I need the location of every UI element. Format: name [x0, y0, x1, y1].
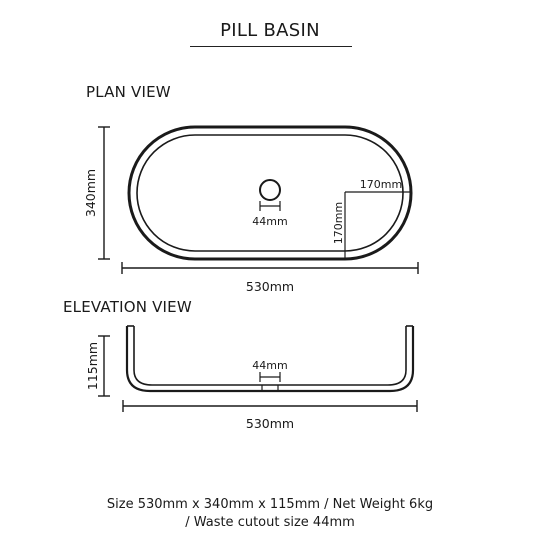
elevation-width-label: 530mm [246, 416, 294, 431]
elevation-width-dimension [122, 400, 418, 412]
plan-waste-label: 44mm [252, 215, 287, 228]
elevation-basin-outer-profile [125, 326, 415, 393]
elevation-height-dimension [98, 335, 110, 397]
elevation-height-label: 115mm [85, 342, 100, 390]
elevation-basin-inner-profile [133, 326, 407, 386]
plan-width-dimension [121, 262, 419, 274]
elevation-waste-dimension [259, 372, 281, 382]
plan-radius-dimensions [344, 191, 412, 259]
plan-waste-dimension [259, 201, 281, 211]
plan-basin-outer-rim [127, 125, 413, 261]
drawing-title: PILL BASIN [220, 20, 320, 41]
specification-line-2: / Waste cutout size 44mm [185, 515, 355, 530]
plan-radius-vertical-label: 170mm [332, 202, 345, 244]
plan-depth-label: 340mm [83, 169, 98, 217]
plan-width-label: 530mm [246, 279, 294, 294]
elevation-view-heading: ELEVATION VIEW [63, 298, 192, 316]
plan-depth-dimension [98, 126, 110, 260]
specification-line-1: Size 530mm x 340mm x 115mm / Net Weight … [106, 497, 434, 512]
plan-radius-horizontal-label: 170mm [360, 178, 402, 191]
elevation-waste-outlet [261, 385, 279, 392]
plan-waste-hole [259, 179, 281, 201]
plan-view-heading: PLAN VIEW [86, 83, 171, 101]
plan-basin-inner-rim [136, 134, 404, 252]
elevation-waste-label: 44mm [252, 359, 287, 372]
specification-footer: Size 530mm x 340mm x 115mm / Net Weight … [0, 496, 540, 532]
title-underline [190, 46, 352, 47]
